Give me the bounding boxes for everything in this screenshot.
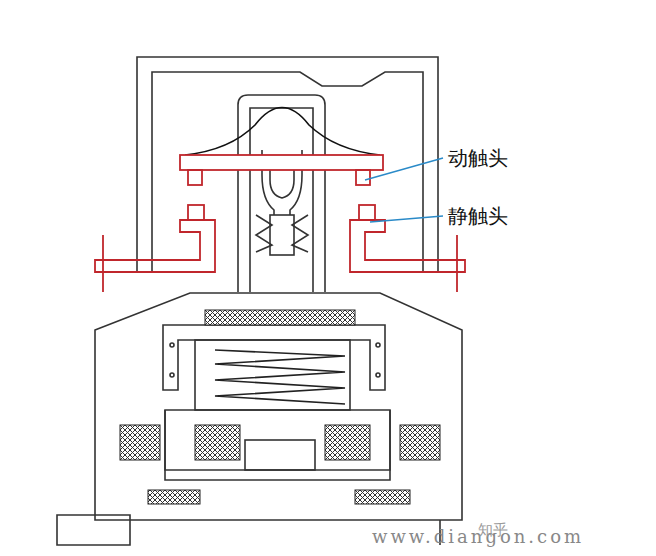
part-label: 动触头 (448, 145, 508, 172)
watermark: 知乎 (478, 521, 508, 540)
part-label: 静触头 (448, 203, 508, 230)
